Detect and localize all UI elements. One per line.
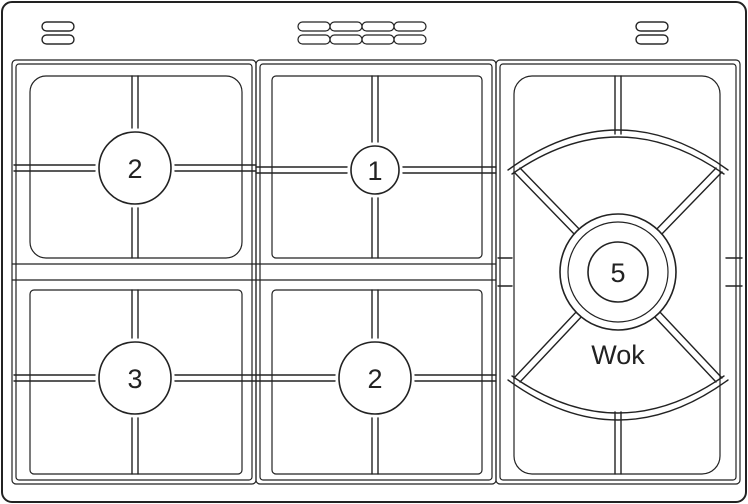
indicator-pill — [393, 34, 427, 45]
right-indicators — [635, 21, 669, 45]
middle-indicators — [297, 21, 427, 45]
indicator-pill — [635, 34, 669, 45]
left-grate — [11, 59, 257, 485]
indicator-pill — [329, 21, 363, 32]
indicator-pill — [393, 21, 427, 32]
indicator-pill — [361, 34, 395, 45]
burner-back-middle-label: 2 — [367, 364, 382, 394]
indicator-pill — [635, 21, 669, 32]
burner-back-middle: 2 — [338, 341, 412, 415]
grate-zone — [13, 75, 257, 259]
indicator-pill — [41, 21, 75, 32]
middle-grate — [255, 59, 497, 485]
burner-front-middle-label: 1 — [367, 156, 382, 186]
grate-zone — [255, 289, 497, 475]
indicator-pill — [41, 34, 75, 45]
indicator-pill — [361, 21, 395, 32]
indicator-pill — [635, 21, 669, 32]
grate-zone — [255, 75, 497, 259]
grate-zone — [13, 289, 257, 475]
burner-back-left: 3 — [98, 341, 172, 415]
indicator-pill — [41, 21, 75, 32]
burner-wok: 5 — [559, 213, 677, 331]
indicator-pill — [297, 34, 331, 45]
wok-zone — [497, 75, 743, 475]
indicator-pill — [297, 21, 331, 32]
burner-front-middle: 1 — [350, 145, 400, 195]
burner-back-left-label: 3 — [127, 364, 142, 394]
wok-grate — [495, 59, 741, 485]
indicator-pill — [635, 34, 669, 45]
indicator-pill — [329, 34, 363, 45]
burner-front-left: 2 — [98, 131, 172, 205]
burner-wok-label: 5 — [610, 258, 625, 288]
wok-text: Wok — [591, 340, 645, 370]
burner-front-left-label: 2 — [127, 154, 142, 184]
left-indicators — [41, 21, 75, 45]
indicator-pill — [41, 34, 75, 45]
